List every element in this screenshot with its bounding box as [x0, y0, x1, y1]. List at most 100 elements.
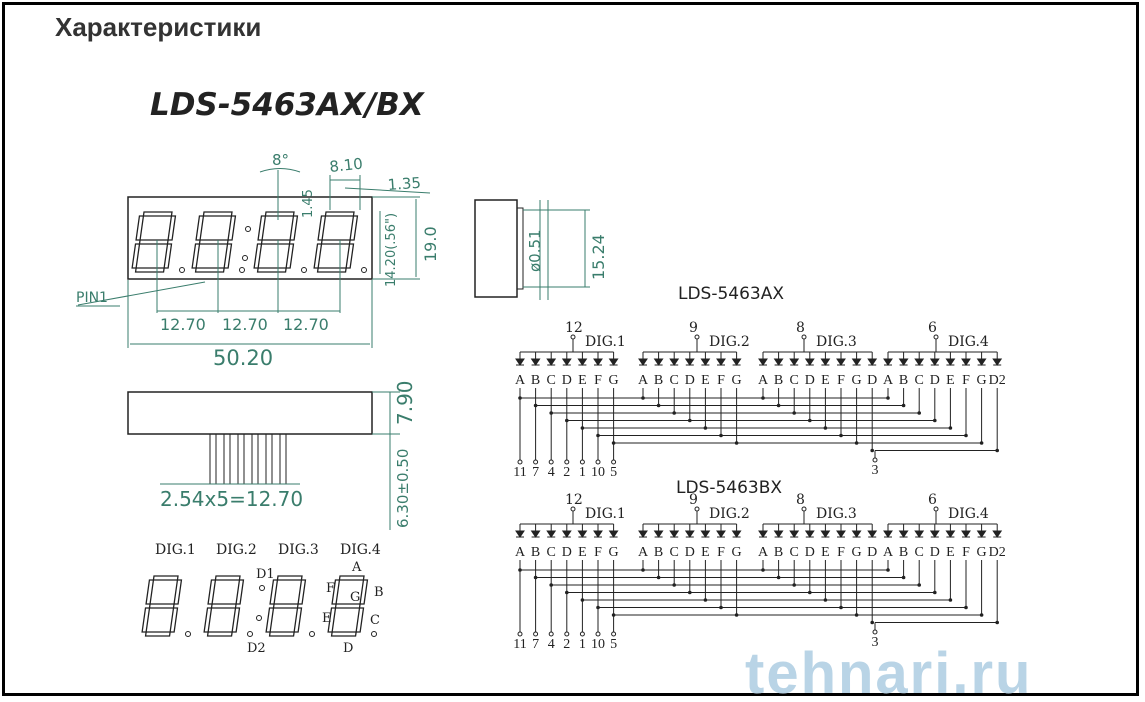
pin-terminal	[595, 631, 601, 637]
dim-pitch: 12.70	[222, 315, 268, 334]
diode-icon	[992, 530, 1003, 538]
segment-pin-number: 4	[548, 465, 555, 480]
segment-label: B	[531, 545, 540, 560]
junction-dot	[933, 418, 937, 423]
junction-dot	[964, 433, 968, 438]
segment-label: A	[638, 545, 649, 560]
dim-depth: 7.90	[393, 380, 417, 425]
segment-label: E	[821, 545, 830, 560]
segment-label: D	[685, 373, 695, 388]
digit-label: DIG.1	[585, 506, 626, 522]
segment	[297, 579, 307, 605]
junction-dot	[672, 411, 676, 415]
segment	[260, 239, 291, 245]
diode-icon	[820, 530, 831, 538]
segment-label: D	[867, 545, 877, 560]
junction-dot	[641, 396, 645, 400]
junction-dot	[854, 613, 859, 617]
segment	[285, 243, 295, 269]
front-digits	[131, 211, 367, 273]
segment-label: E	[578, 373, 587, 388]
segment	[289, 215, 299, 241]
segment	[345, 243, 355, 269]
segment-pin-number: 5	[610, 465, 617, 480]
junction-dot	[979, 613, 984, 617]
dim-pins: 2.54x5=12.70	[160, 487, 303, 511]
seven-seg-digit	[327, 575, 369, 637]
digit-label: DIG.3	[278, 542, 319, 558]
display-body	[127, 196, 373, 280]
segment-label: C	[670, 373, 679, 388]
pin-terminal	[694, 334, 700, 340]
junction-dot	[776, 403, 781, 408]
segment-label: F	[594, 545, 602, 560]
colon-dot	[259, 585, 265, 591]
junction-dot	[688, 590, 692, 595]
segment-pin-number: 5	[610, 637, 617, 652]
pin-terminal	[579, 459, 585, 465]
segment-label: C	[915, 545, 924, 560]
diode-icon	[789, 358, 800, 366]
segment	[231, 607, 241, 633]
segment-label: B	[899, 545, 908, 560]
junction-dot	[839, 605, 843, 610]
segment	[210, 603, 237, 609]
segment-label: G	[732, 373, 742, 388]
segment	[173, 579, 183, 605]
dim-pin-len: 6.30±0.50	[394, 449, 412, 528]
diode-icon	[653, 530, 664, 538]
junction-dot	[641, 568, 645, 572]
segment-label: G	[852, 545, 862, 560]
segment-label: A	[758, 545, 769, 560]
junction-dot	[656, 403, 661, 408]
segment-label: F	[717, 373, 725, 388]
junction-dot	[870, 620, 874, 625]
junction-dot	[656, 575, 661, 580]
diode-icon	[515, 358, 525, 366]
segment-pin-number: 7	[532, 637, 539, 652]
diode-icon	[593, 358, 603, 366]
diode-icon	[883, 358, 893, 366]
junction-dot	[917, 411, 921, 415]
segment-label: F	[962, 373, 970, 388]
segment-label: G	[977, 373, 987, 388]
segment-label: D2	[989, 373, 1006, 388]
diode-icon	[867, 358, 878, 366]
diode-icon	[851, 358, 862, 366]
pin-terminal	[872, 457, 878, 463]
segment	[138, 239, 169, 245]
seg-g-label: G	[350, 590, 360, 605]
decimal-point	[239, 267, 245, 273]
diode-icon	[577, 358, 588, 366]
diode-icon	[820, 358, 831, 366]
segment	[152, 575, 179, 581]
diode-icon	[867, 530, 878, 538]
segment-label: D	[930, 545, 940, 560]
junction-dot	[792, 583, 796, 587]
segment	[257, 215, 267, 241]
decimal-point	[371, 631, 377, 637]
segment-label: F	[837, 373, 845, 388]
junction-dot	[823, 426, 828, 430]
diode-icon	[836, 530, 846, 538]
page-title: Характеристики	[55, 12, 262, 42]
digit-label: DIG.4	[948, 334, 989, 350]
junction-dot	[734, 613, 739, 617]
pin-terminal	[872, 629, 878, 635]
segment	[135, 215, 145, 241]
segment	[264, 211, 295, 217]
dim-digit-height: 14.20(.56")	[384, 213, 399, 287]
junction-dot	[792, 411, 796, 415]
segment	[327, 607, 337, 633]
segment-label: C	[547, 545, 556, 560]
diode-icon	[638, 358, 648, 366]
diode-icon	[758, 358, 768, 366]
diode-icon	[577, 530, 588, 538]
diode-icon	[653, 358, 664, 366]
segment-label: G	[732, 545, 742, 560]
segment-label: F	[594, 373, 602, 388]
junction-dot	[761, 568, 765, 572]
